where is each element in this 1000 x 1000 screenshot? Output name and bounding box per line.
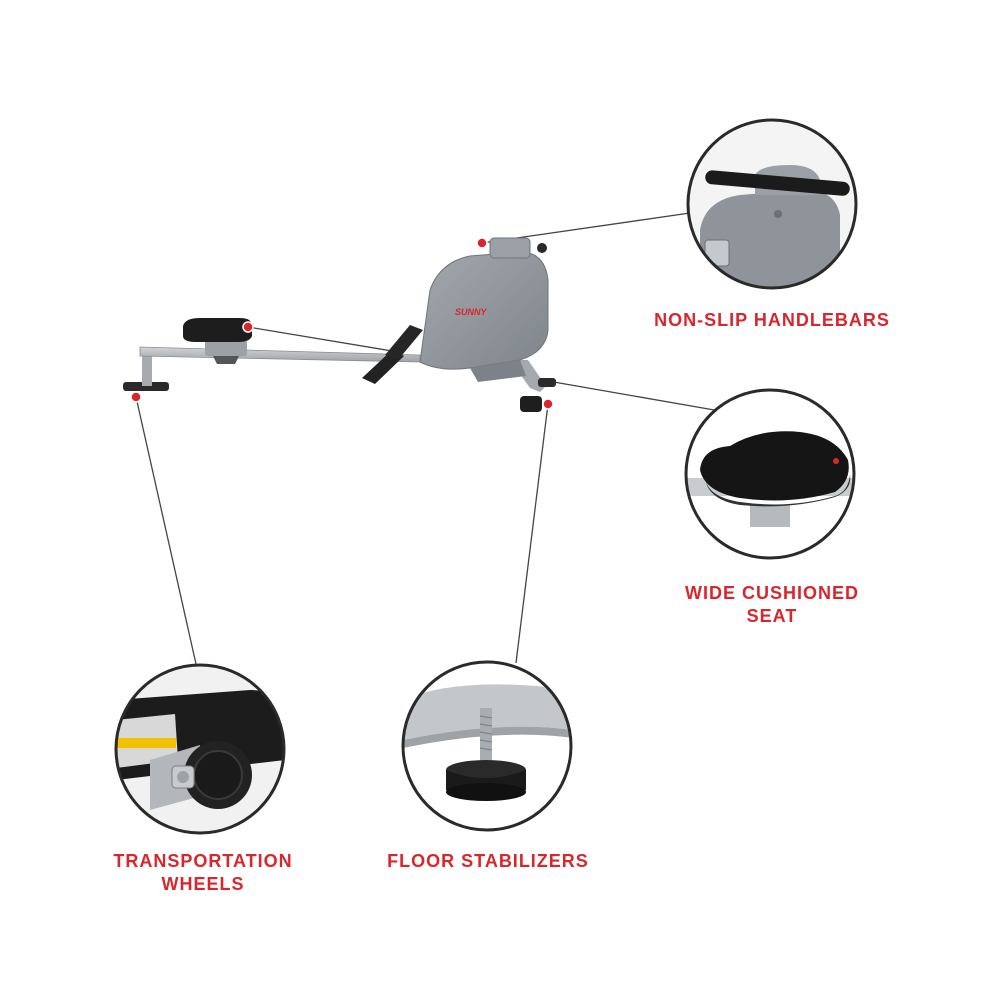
seat [183,318,252,342]
callout-lines [135,212,721,665]
footrest-upper [385,325,423,360]
seat-leader-line [247,326,393,352]
monitor [489,237,531,259]
marker-handlebars [476,237,488,249]
seat-label-line-1: WIDE CUSHIONED [684,583,859,603]
stabilizer-leader-line-right [547,380,721,412]
foot-stabilizer-closeup [401,660,573,832]
seat-label-line-2: SEAT [746,606,798,626]
handlebars-label: NON-SLIP HANDLEBARS [622,309,922,332]
footrest-lower [362,350,404,384]
seat-closeup [684,388,856,560]
rear-foot [123,382,169,391]
marker-wheels [130,391,142,403]
marker-seat [242,321,254,333]
wheels-label-line-2: WHEELS [161,874,245,894]
handlebar-closeup [686,118,858,290]
brand-logo: SUNNY [455,307,488,317]
feature-markers [130,237,554,410]
stabilizers-label-line-1: FLOOR STABILIZERS [387,851,589,871]
wheels-label: TRANSPORTATION WHEELS [53,850,353,896]
front-foot [520,396,542,412]
wheels-leader-line [135,396,197,665]
wheels-label-line-1: TRANSPORTATION [113,851,293,871]
marker-stabilizer [542,398,554,410]
handlebars-label-line-1: NON-SLIP HANDLEBARS [654,310,890,330]
flywheel-housing [419,251,549,370]
stabilizer-leader-line [515,403,549,664]
wheel-closeup [114,663,286,835]
rowing-machine: SUNNY [123,237,556,412]
seat-label: WIDE CUSHIONED SEAT [622,582,922,628]
stabilizers-label: FLOOR STABILIZERS [338,850,638,873]
